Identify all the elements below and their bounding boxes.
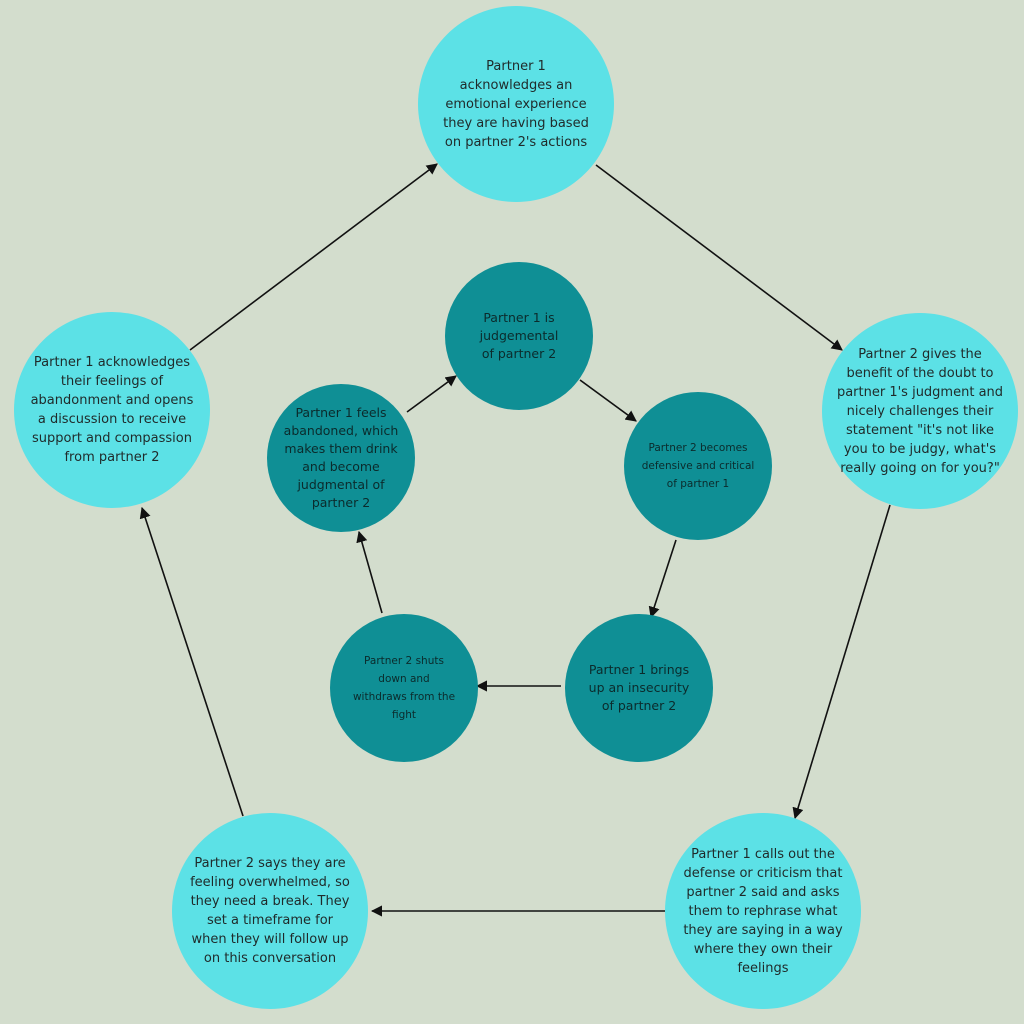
outer-node-3: Partner 1 calls out the defense or criti… [665, 813, 861, 1009]
inner-node-1: Partner 1 is judgemental of partner 2 [445, 262, 593, 410]
inner-node-2: Partner 2 becomes defensive and critical… [624, 392, 772, 540]
outer-node-2-text: Partner 2 gives the benefit of the doubt… [836, 346, 1004, 476]
arrow-i4-to-i5 [356, 530, 383, 614]
outer-node-3-text: Partner 1 calls out the defense or criti… [683, 846, 843, 976]
outer-node-4: Partner 2 says they are feeling overwhel… [172, 813, 368, 1009]
outer-node-2: Partner 2 gives the benefit of the doubt… [822, 313, 1018, 509]
inner-node-2-text: Partner 2 becomes defensive and critical… [641, 442, 755, 490]
inner-node-4-text: Partner 2 shuts down and withdraws from … [352, 655, 456, 721]
outer-node-5-text: Partner 1 acknowledges their feelings of… [30, 355, 194, 465]
outer-node-4-text: Partner 2 says they are feeling overwhel… [190, 856, 350, 966]
arrow-o1-to-o2 [595, 164, 843, 351]
arrow-o4-to-o5 [139, 506, 244, 817]
inner-node-3: Partner 1 brings up an insecurity of par… [565, 614, 713, 762]
inner-node-4: Partner 2 shuts down and withdraws from … [330, 614, 478, 762]
arrow-i1-to-i2 [579, 379, 637, 422]
arrow-o2-to-o3 [792, 504, 891, 820]
inner-node-1-text: Partner 1 is judgemental of partner 2 [479, 310, 559, 361]
arrow-i5-to-i1 [406, 375, 457, 413]
inner-node-5-text: Partner 1 feels abandoned, which makes t… [283, 405, 399, 510]
arrow-o5-to-o1 [189, 163, 438, 351]
outer-node-5: Partner 1 acknowledges their feelings of… [14, 312, 210, 508]
arrow-i2-to-i3 [648, 539, 677, 619]
outer-node-1: Partner 1 acknowledges an emotional expe… [418, 6, 614, 202]
inner-node-5: Partner 1 feels abandoned, which makes t… [267, 384, 415, 532]
inner-node-3-text: Partner 1 brings up an insecurity of par… [588, 662, 690, 713]
outer-node-1-text: Partner 1 acknowledges an emotional expe… [443, 58, 589, 150]
